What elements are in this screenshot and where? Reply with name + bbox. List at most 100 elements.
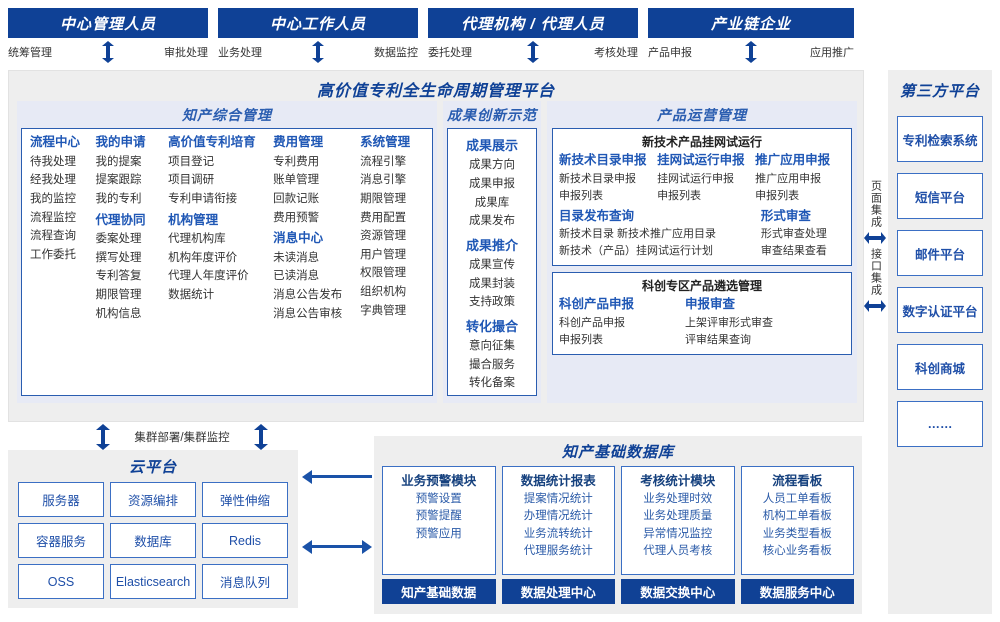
knowledge-item-3-1-1[interactable]: 已读消息 [273,270,320,283]
cloud-cell-7[interactable]: Elasticsearch [110,564,196,599]
knowledge-item-2-0-2[interactable]: 专利申请衔接 [168,192,238,205]
product-item-0-1-1-1[interactable]: 审查结果查看 [760,245,827,258]
cloud-cell-8[interactable]: 消息队列 [202,564,288,599]
achievement-item-2-2[interactable]: 转化备案 [469,377,515,390]
product-item-0-0-2-1[interactable]: 申报列表 [755,189,800,202]
actor-header-3[interactable]: 产业链企业 [648,8,854,38]
knowledge-db-item-3-1[interactable]: 机构工单看板 [762,510,832,523]
product-item-0-0-0-0[interactable]: 新技术目录申报 [559,172,636,185]
knowledge-item-2-1-2[interactable]: 代理人年度评价 [168,270,249,283]
actor-header-0[interactable]: 中心管理人员 [8,8,208,38]
knowledge-db-item-3-3[interactable]: 核心业务看板 [762,545,832,558]
third-party-item-1[interactable]: 短信平台 [897,173,983,219]
cloud-cell-5[interactable]: Redis [202,523,288,558]
knowledge-item-3-0-2[interactable]: 回款记账 [273,192,320,205]
knowledge-db-item-0-1[interactable]: 预警提醒 [415,510,462,523]
knowledge-item-1-1-4[interactable]: 机构信息 [95,307,142,320]
cloud-cell-4[interactable]: 数据库 [110,523,196,558]
knowledge-item-0-0-0[interactable]: 待我处理 [30,155,76,168]
knowledge-item-1-0-2[interactable]: 我的专利 [95,192,142,205]
actor-header-1[interactable]: 中心工作人员 [218,8,418,38]
knowledge-db-item-1-0[interactable]: 提案情况统计 [523,493,593,505]
knowledge-item-1-1-0[interactable]: 委案处理 [95,233,142,246]
knowledge-item-4-0-1[interactable]: 消息引擎 [360,174,407,187]
cloud-cell-6[interactable]: OSS [18,564,104,599]
knowledge-db-item-3-0[interactable]: 人员工单看板 [762,493,832,505]
knowledge-db-item-2-2[interactable]: 异常情况监控 [643,527,713,540]
cloud-cell-2[interactable]: 弹性伸缩 [202,482,288,517]
product-item-0-1-1-0[interactable]: 形式审查处理 [760,228,827,241]
knowledge-item-2-1-0[interactable]: 代理机构库 [168,233,226,246]
knowledge-db-item-2-0[interactable]: 业务处理时效 [643,493,713,505]
knowledge-item-2-1-1[interactable]: 机构年度评价 [168,251,238,264]
knowledge-item-3-0-1[interactable]: 账单管理 [273,174,320,187]
product-item-1-0-1-0[interactable]: 上架评审形式审查 [685,317,773,330]
knowledge-item-0-0-4[interactable]: 流程查询 [30,230,76,243]
actor-header-2[interactable]: 代理机构 / 代理人员 [428,8,638,38]
knowledge-item-4-0-5[interactable]: 用户管理 [360,248,407,261]
product-item-0-1-0-0[interactable]: 新技术目录 新技术推广应用目录 [559,228,717,241]
product-item-0-1-0-1[interactable]: 新技术（产品）挂网试运行计划 [559,245,713,258]
knowledge-item-4-0-4[interactable]: 资源管理 [360,230,407,243]
knowledge-item-4-0-7[interactable]: 组织机构 [360,286,407,298]
knowledge-db-item-2-3[interactable]: 代理人员考核 [643,545,713,558]
achievement-item-0-1[interactable]: 成果申报 [469,177,515,190]
achievement-item-0-2[interactable]: 成果库 [474,196,510,209]
third-party-item-4[interactable]: 科创商城 [897,344,983,390]
knowledge-item-3-1-0[interactable]: 未读消息 [273,251,320,264]
knowledge-db-item-1-1[interactable]: 办理情况统计 [523,510,593,523]
achievement-item-1-1[interactable]: 成果封装 [469,277,515,290]
product-item-1-0-0-0[interactable]: 科创产品申报 [559,317,625,330]
knowledge-item-4-0-6[interactable]: 权限管理 [360,267,407,280]
knowledge-item-1-0-1[interactable]: 提案跟踪 [95,174,142,187]
product-item-0-0-1-0[interactable]: 挂网试运行申报 [657,172,735,185]
achievement-item-0-0[interactable]: 成果方向 [469,159,515,172]
third-party-item-3[interactable]: 数字认证平台 [897,287,983,333]
achievement-item-0-3[interactable]: 成果发布 [469,215,515,228]
knowledge-item-3-0-0[interactable]: 专利费用 [273,155,320,168]
knowledge-item-2-0-0[interactable]: 项目登记 [168,155,215,168]
product-item-1-0-0-1[interactable]: 申报列表 [559,334,603,347]
knowledge-item-3-0-3[interactable]: 费用预警 [273,211,320,224]
cloud-cell-1[interactable]: 资源编排 [110,482,196,517]
knowledge-db-item-2-1[interactable]: 业务处理质量 [643,510,713,523]
knowledge-db-footer-3[interactable]: 数据服务中心 [740,579,854,604]
knowledge-db-item-1-3[interactable]: 代理服务统计 [523,545,593,558]
knowledge-item-1-1-1[interactable]: 撰写处理 [95,251,142,264]
knowledge-item-3-1-3[interactable]: 消息公告审核 [273,307,343,320]
knowledge-item-0-0-1[interactable]: 经我处理 [30,174,76,187]
knowledge-item-1-1-2[interactable]: 专利答复 [95,270,142,283]
knowledge-item-0-0-3[interactable]: 流程监控 [30,211,76,224]
product-item-0-0-0-1[interactable]: 申报列表 [559,189,603,202]
knowledge-item-1-0-0[interactable]: 我的提案 [95,155,142,168]
knowledge-db-item-0-0[interactable]: 预警设置 [415,493,462,505]
knowledge-item-4-0-0[interactable]: 流程引擎 [360,155,407,168]
knowledge-item-4-0-3[interactable]: 费用配置 [360,211,407,224]
knowledge-db-footer-2[interactable]: 数据交换中心 [621,579,735,604]
knowledge-db-footer-1[interactable]: 数据处理中心 [501,579,615,604]
knowledge-item-4-0-2[interactable]: 期限管理 [360,192,407,205]
knowledge-item-4-0-8[interactable]: 字典管理 [360,304,407,317]
product-item-1-0-1-1[interactable]: 评审结果查询 [685,334,751,347]
third-party-item-5[interactable]: …… [897,401,983,447]
knowledge-db-item-3-2[interactable]: 业务类型看板 [762,527,832,540]
knowledge-item-1-1-3[interactable]: 期限管理 [95,289,142,301]
third-party-item-0[interactable]: 专利检索系统 [897,116,983,162]
third-party-item-2[interactable]: 邮件平台 [897,230,983,276]
achievement-item-1-0[interactable]: 成果宣传 [469,259,515,271]
knowledge-item-2-1-3[interactable]: 数据统计 [168,289,215,301]
knowledge-item-3-1-2[interactable]: 消息公告发布 [273,289,343,301]
knowledge-item-0-0-5[interactable]: 工作委托 [30,248,76,261]
product-item-0-0-2-0[interactable]: 推广应用申报 [755,172,822,185]
achievement-item-1-2[interactable]: 支持政策 [469,296,515,309]
product-item-0-0-1-1[interactable]: 申报列表 [657,189,702,202]
achievement-item-2-0[interactable]: 意向征集 [469,340,515,353]
knowledge-db-item-0-2[interactable]: 预警应用 [415,527,462,540]
achievement-item-2-1[interactable]: 撮合服务 [469,358,515,371]
knowledge-db-item-1-2[interactable]: 业务流转统计 [523,527,593,540]
knowledge-item-2-0-1[interactable]: 项目调研 [168,174,215,187]
cloud-cell-0[interactable]: 服务器 [18,482,104,517]
cloud-cell-3[interactable]: 容器服务 [18,523,104,558]
knowledge-item-0-0-2[interactable]: 我的监控 [30,192,76,205]
knowledge-db-footer-0[interactable]: 知产基础数据 [382,579,496,604]
